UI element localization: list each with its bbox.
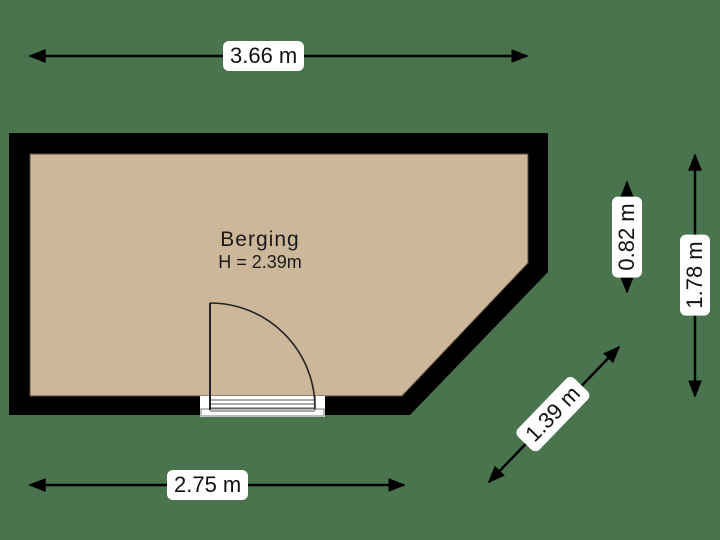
room-name: Berging [220, 228, 300, 251]
room-label: Berging H = 2.39m [180, 228, 340, 273]
dim-label-bottom: 2.75 m [167, 470, 249, 500]
room-floor [29, 153, 529, 397]
room-height: H = 2.39m [218, 252, 302, 272]
door [200, 302, 325, 417]
dim-label-right-full: 1.78 m [680, 234, 710, 316]
dim-label-right-short: 0.82 m [612, 196, 642, 278]
dim-label-top: 3.66 m [223, 41, 305, 71]
door-swing-arc [209, 302, 316, 409]
